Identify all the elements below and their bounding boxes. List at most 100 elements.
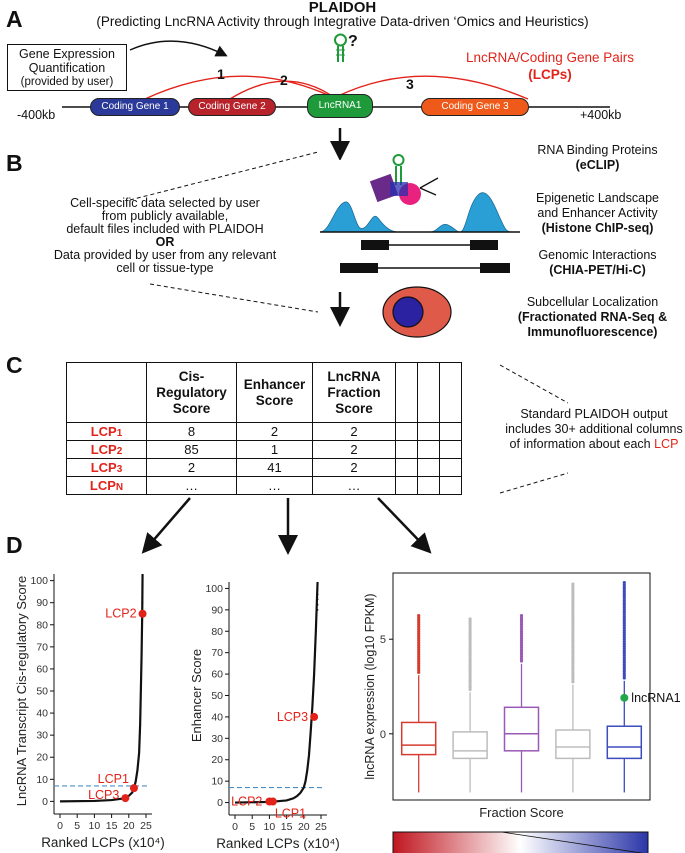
quant-line-3: (provided by user) <box>20 76 114 88</box>
box-outlier <box>622 628 626 632</box>
y-tick-label: 0 <box>380 729 386 741</box>
y-tick-label: 50 <box>36 686 48 698</box>
y-tick-label: 60 <box>36 663 48 675</box>
box-outlier <box>519 657 524 661</box>
table-header-row: Cis-Regulatory Score Enhancer Score LncR… <box>66 362 462 423</box>
box-outlier <box>468 660 472 664</box>
box-outlier <box>468 633 472 637</box>
curve-tail-point <box>141 591 144 594</box>
question-mark: ? <box>348 33 358 50</box>
box-outlier <box>571 621 575 625</box>
box-outlier <box>571 677 575 682</box>
data-type-rbp: RNA Binding Proteins (eCLIP) <box>515 143 680 173</box>
table-row: LCPN … … … <box>66 476 462 495</box>
box-body <box>452 731 488 760</box>
gene-lncrna1: LncRNA1 <box>307 94 373 118</box>
box-outlier <box>622 617 626 621</box>
box-outlier <box>468 658 472 662</box>
box-outlier <box>622 653 626 657</box>
box-outlier <box>519 620 524 624</box>
box-outlier <box>519 632 524 636</box>
gene-coding-2: Coding Gene 2 <box>188 98 276 116</box>
x-tick-label: 10 <box>89 820 101 832</box>
box-outlier <box>622 676 626 680</box>
box-outlier <box>571 614 575 618</box>
point-label-lcp1: LCP1 <box>275 807 306 821</box>
y-axis-label: Enhancer Score <box>189 649 204 742</box>
box-outlier <box>468 621 472 626</box>
box-outlier <box>519 623 524 627</box>
box-outlier <box>622 583 626 587</box>
box-outlier <box>622 606 626 610</box>
box-outlier <box>571 593 575 598</box>
localization-detail-2: Immunofluorescence) <box>527 325 658 339</box>
box-outlier <box>468 674 472 678</box>
plot-frame <box>392 572 651 801</box>
box-outlier <box>571 591 575 595</box>
box-outlier <box>571 605 575 609</box>
panel-b-line-1: Cell-specific data selected by user <box>70 196 260 210</box>
box-outlier <box>571 643 575 648</box>
box-outlier <box>622 655 626 660</box>
curve-tail-point <box>316 603 319 606</box>
box-outlier <box>622 662 626 666</box>
box-outlier <box>571 662 575 666</box>
box-outlier <box>622 633 626 637</box>
highlight-point <box>121 794 130 803</box>
left-bound-label: -400kb <box>17 108 56 122</box>
box-outlier <box>571 630 575 634</box>
box-outlier <box>622 637 626 641</box>
panel-label-d: D <box>6 532 23 558</box>
box-outlier <box>571 675 575 679</box>
point-label-lcp1: LCP1 <box>98 772 129 786</box>
highlight-point <box>620 693 629 702</box>
box-outlier <box>571 623 575 627</box>
box-outlier <box>468 655 472 660</box>
box-outlier <box>519 629 524 634</box>
box-outlier <box>571 652 575 657</box>
point-label-lcp3: LCP3 <box>277 710 308 724</box>
dashed-guide-top <box>129 151 319 201</box>
box-outlier <box>468 640 472 644</box>
box-outlier <box>622 581 626 585</box>
box-outlier <box>519 641 524 645</box>
col-enhancer: Enhancer Score <box>236 362 313 423</box>
box-outlier <box>622 630 626 635</box>
box-outlier <box>622 658 626 662</box>
box-outlier <box>622 642 626 646</box>
flow-arrow-left <box>141 497 191 554</box>
y-tick-label: 100 <box>205 583 223 595</box>
localization-detail: (Fractionated RNA-Seq & <box>517 310 668 324</box>
epigenetic-name-2: and Enhancer Activity <box>537 206 658 220</box>
box-outlier <box>468 669 472 673</box>
box-outlier <box>622 669 626 673</box>
box-outlier <box>622 610 626 614</box>
y-tick-label: 90 <box>36 597 48 609</box>
box-outlier <box>417 627 421 631</box>
y-axis-label: LncRNA Transcript Cis-regulatory Score <box>14 576 29 806</box>
box-outlier <box>468 635 472 639</box>
box-outlier <box>571 650 575 654</box>
box-outlier <box>519 648 524 652</box>
y-tick-label: 0 <box>217 797 223 809</box>
curve-tail-point <box>141 580 144 583</box>
box-outlier <box>622 626 626 630</box>
score-curve <box>59 573 144 803</box>
title: PLAIDOH <box>308 0 377 16</box>
box-outlier <box>571 612 575 616</box>
quant-line-2: Quantification <box>28 61 106 75</box>
y-tick-label: 40 <box>36 708 48 720</box>
y-tick-label: 20 <box>211 754 223 766</box>
box-outlier <box>468 671 472 676</box>
panel-label-a: A <box>6 6 23 32</box>
box-outlier <box>519 654 524 659</box>
x-tick-label: 0 <box>57 820 63 832</box>
box-outlier <box>571 582 575 586</box>
genomic-detail: (CHIA-PET/Hi-C) <box>549 263 646 277</box>
arc-2 <box>229 80 333 100</box>
x-axis-label: Ranked LCPs (x10⁴) <box>216 836 340 851</box>
box-outlier <box>468 630 472 635</box>
box-outlier <box>571 627 575 632</box>
y-tick-label: 10 <box>211 776 223 788</box>
